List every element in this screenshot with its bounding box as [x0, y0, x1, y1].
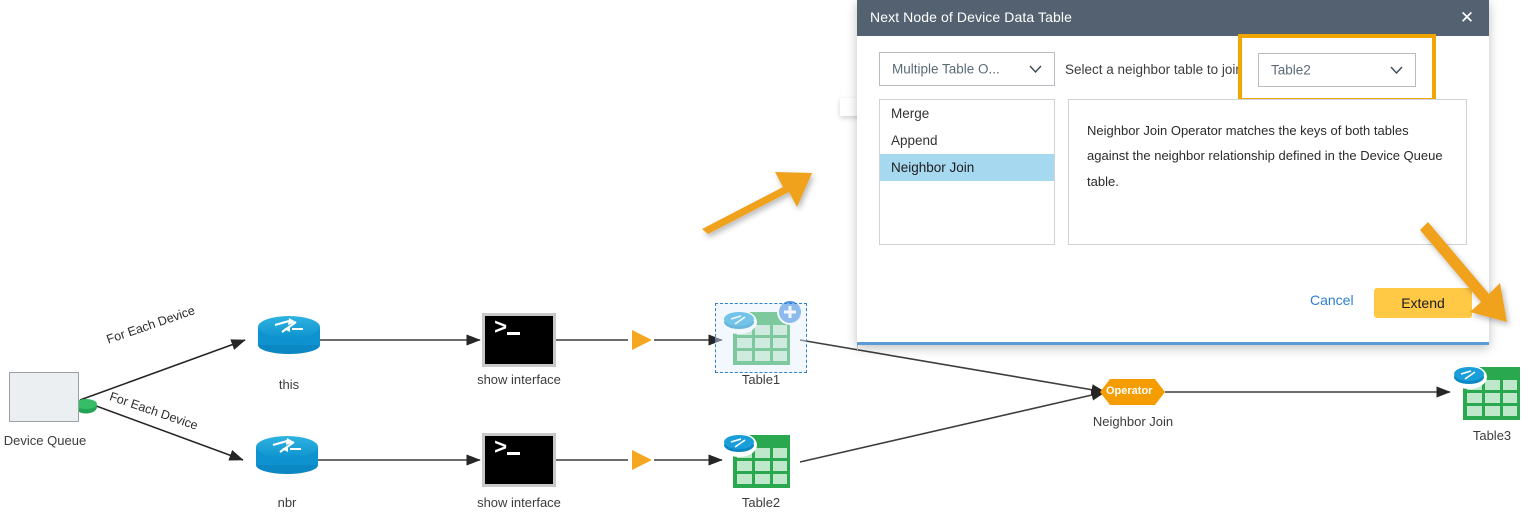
device-queue-frame	[9, 372, 79, 422]
neighbor-table-select[interactable]: Table2	[1258, 53, 1416, 87]
operator-list-item-merge[interactable]: Merge	[891, 106, 930, 121]
operator-description-text: Neighbor Join Operator matches the keys …	[1087, 123, 1443, 189]
terminal-prompt-glyph: >	[494, 316, 508, 341]
chevron-down-icon	[1390, 66, 1403, 74]
operator-type-select[interactable]: Multiple Table O...	[879, 52, 1055, 86]
node-label-show-interface-bottom: show interface	[477, 495, 561, 510]
terminal-icon-show-interface-bottom[interactable]: >	[482, 433, 556, 487]
node-label-table3: Table3	[1472, 428, 1512, 443]
node-label-device-queue: Device Queue	[3, 433, 87, 448]
node-label-this: this	[278, 377, 300, 392]
router-icon-this	[258, 316, 320, 354]
table1-selection-outline[interactable]	[715, 303, 807, 373]
node-label-table1: Table1	[741, 372, 781, 387]
operator-list-item-neighbor-join[interactable]: Neighbor Join	[880, 154, 1054, 181]
neighbor-join-label: Select a neighbor table to join	[1065, 62, 1243, 77]
node-label-table2: Table2	[741, 495, 781, 510]
operator-type-select-value: Multiple Table O...	[892, 61, 1000, 77]
table-icon-table1	[721, 299, 803, 365]
terminal-icon-show-interface-top[interactable]: >	[482, 313, 556, 367]
flow-triangle-icon	[632, 450, 652, 470]
dialog-title: Next Node of Device Data Table	[870, 9, 1072, 25]
operator-chip-text: Operator	[1106, 385, 1153, 397]
node-label-show-interface-top: show interface	[477, 372, 561, 387]
next-node-dialog: Next Node of Device Data Table ✕ Multipl…	[857, 0, 1489, 345]
cancel-button[interactable]: Cancel	[1310, 292, 1354, 308]
terminal-prompt-glyph: >	[494, 436, 508, 461]
terminal-cursor-glyph	[507, 332, 520, 335]
flow-triangle-icon	[632, 330, 652, 350]
terminal-cursor-glyph	[507, 452, 520, 455]
neighbor-table-select-value: Table2	[1271, 62, 1311, 78]
extend-button[interactable]: Extend	[1374, 288, 1472, 318]
operator-list[interactable]: Merge Append Neighbor Join	[879, 99, 1055, 245]
node-label-nbr: nbr	[277, 495, 297, 510]
chevron-down-icon	[1029, 65, 1042, 73]
table-icon-table2	[721, 433, 790, 488]
dialog-titlebar: Next Node of Device Data Table ✕	[857, 0, 1489, 36]
close-icon[interactable]: ✕	[1459, 8, 1475, 27]
operator-description-box: Neighbor Join Operator matches the keys …	[1068, 99, 1467, 245]
node-label-operator: Neighbor Join	[1092, 414, 1174, 429]
operator-list-item-append[interactable]: Append	[891, 133, 938, 148]
operator-hexagon-icon	[1100, 379, 1165, 405]
router-icon-nbr	[256, 436, 318, 474]
table-icon-table3	[1451, 365, 1520, 420]
